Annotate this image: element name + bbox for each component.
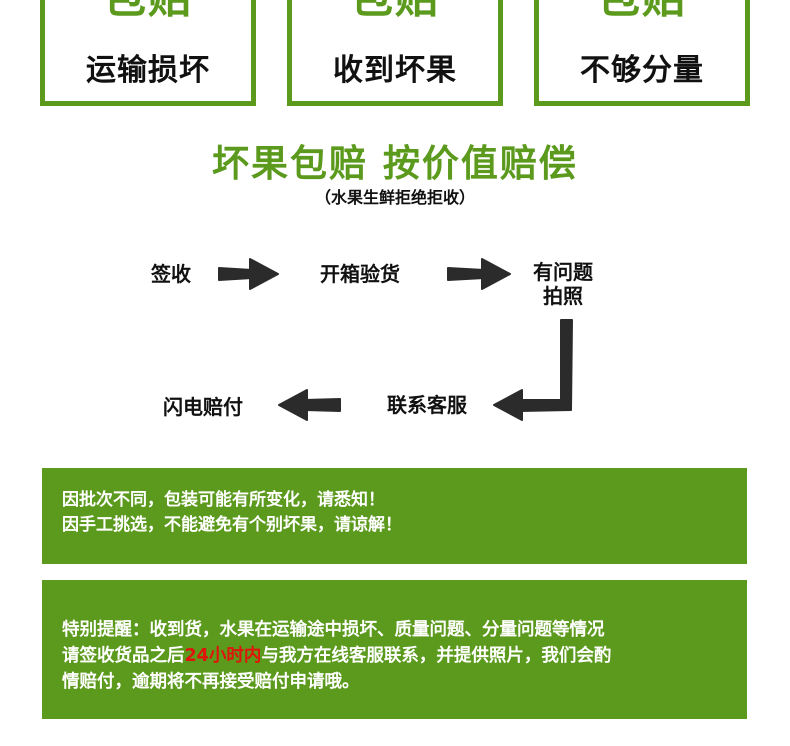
guarantee-label: 运输损坏 [86,53,210,88]
arrow-right-icon [447,258,511,290]
flow-step-photo-line1: 有问题 [533,260,593,284]
flow-step-inspect: 开箱验货 [320,262,400,286]
guarantee-box-weight: 包赔 不够分量 [534,0,750,106]
notice-text: 与我方在线客服联系，并提供照片，我们会酌 [261,646,612,666]
notice-line: 情赔付，逾期将不再接受赔付申请哦。 [62,672,360,692]
subline: （水果生鲜拒绝拒收） [314,188,475,207]
flow-step-compensate: 闪电赔付 [163,395,243,419]
headline: 坏果包赔 按价值赔偿 [212,142,578,185]
notice-text: 请签收货品之后 [62,646,185,666]
notice-line: 特别提醒：收到货，水果在运输途中损坏、质量问题、分量问题等情况 [62,620,605,640]
notice-panel-packaging: 因批次不同，包装可能有所变化，请悉知！ 因手工挑选，不能避免有个别坏果，请谅解！ [42,468,747,564]
guarantee-label: 不够分量 [580,53,704,88]
arrow-down-left-icon [493,319,573,421]
arrow-right-icon [218,258,279,290]
notice-panel-claims: 特别提醒：收到货，水果在运输途中损坏、质量问题、分量问题等情况 请签收货品之后2… [42,580,747,719]
notice-line: 因批次不同，包装可能有所变化，请悉知！ [62,490,385,510]
guarantee-label: 收到坏果 [333,53,457,88]
notice-line: 请签收货品之后24小时内与我方在线客服联系，并提供照片，我们会酌 [62,643,747,669]
flow-step-photo-line2: 拍照 [543,284,583,308]
flow-step-sign: 签收 [151,262,191,286]
time-limit-highlight: 24小时内 [184,646,262,666]
guarantee-title: 包赔 [539,0,745,23]
notice-line: 因手工挑选，不能避免有个别坏果，请谅解！ [62,515,402,535]
flow-step-contact: 联系客服 [387,393,467,417]
guarantee-box-transport: 包赔 运输损坏 [40,0,256,106]
guarantee-title: 包赔 [292,0,498,23]
arrow-left-icon [278,389,341,421]
flow-step-photo: 有问题 拍照 [518,260,608,308]
guarantee-title: 包赔 [45,0,251,23]
guarantee-box-bad-fruit: 包赔 收到坏果 [287,0,503,106]
